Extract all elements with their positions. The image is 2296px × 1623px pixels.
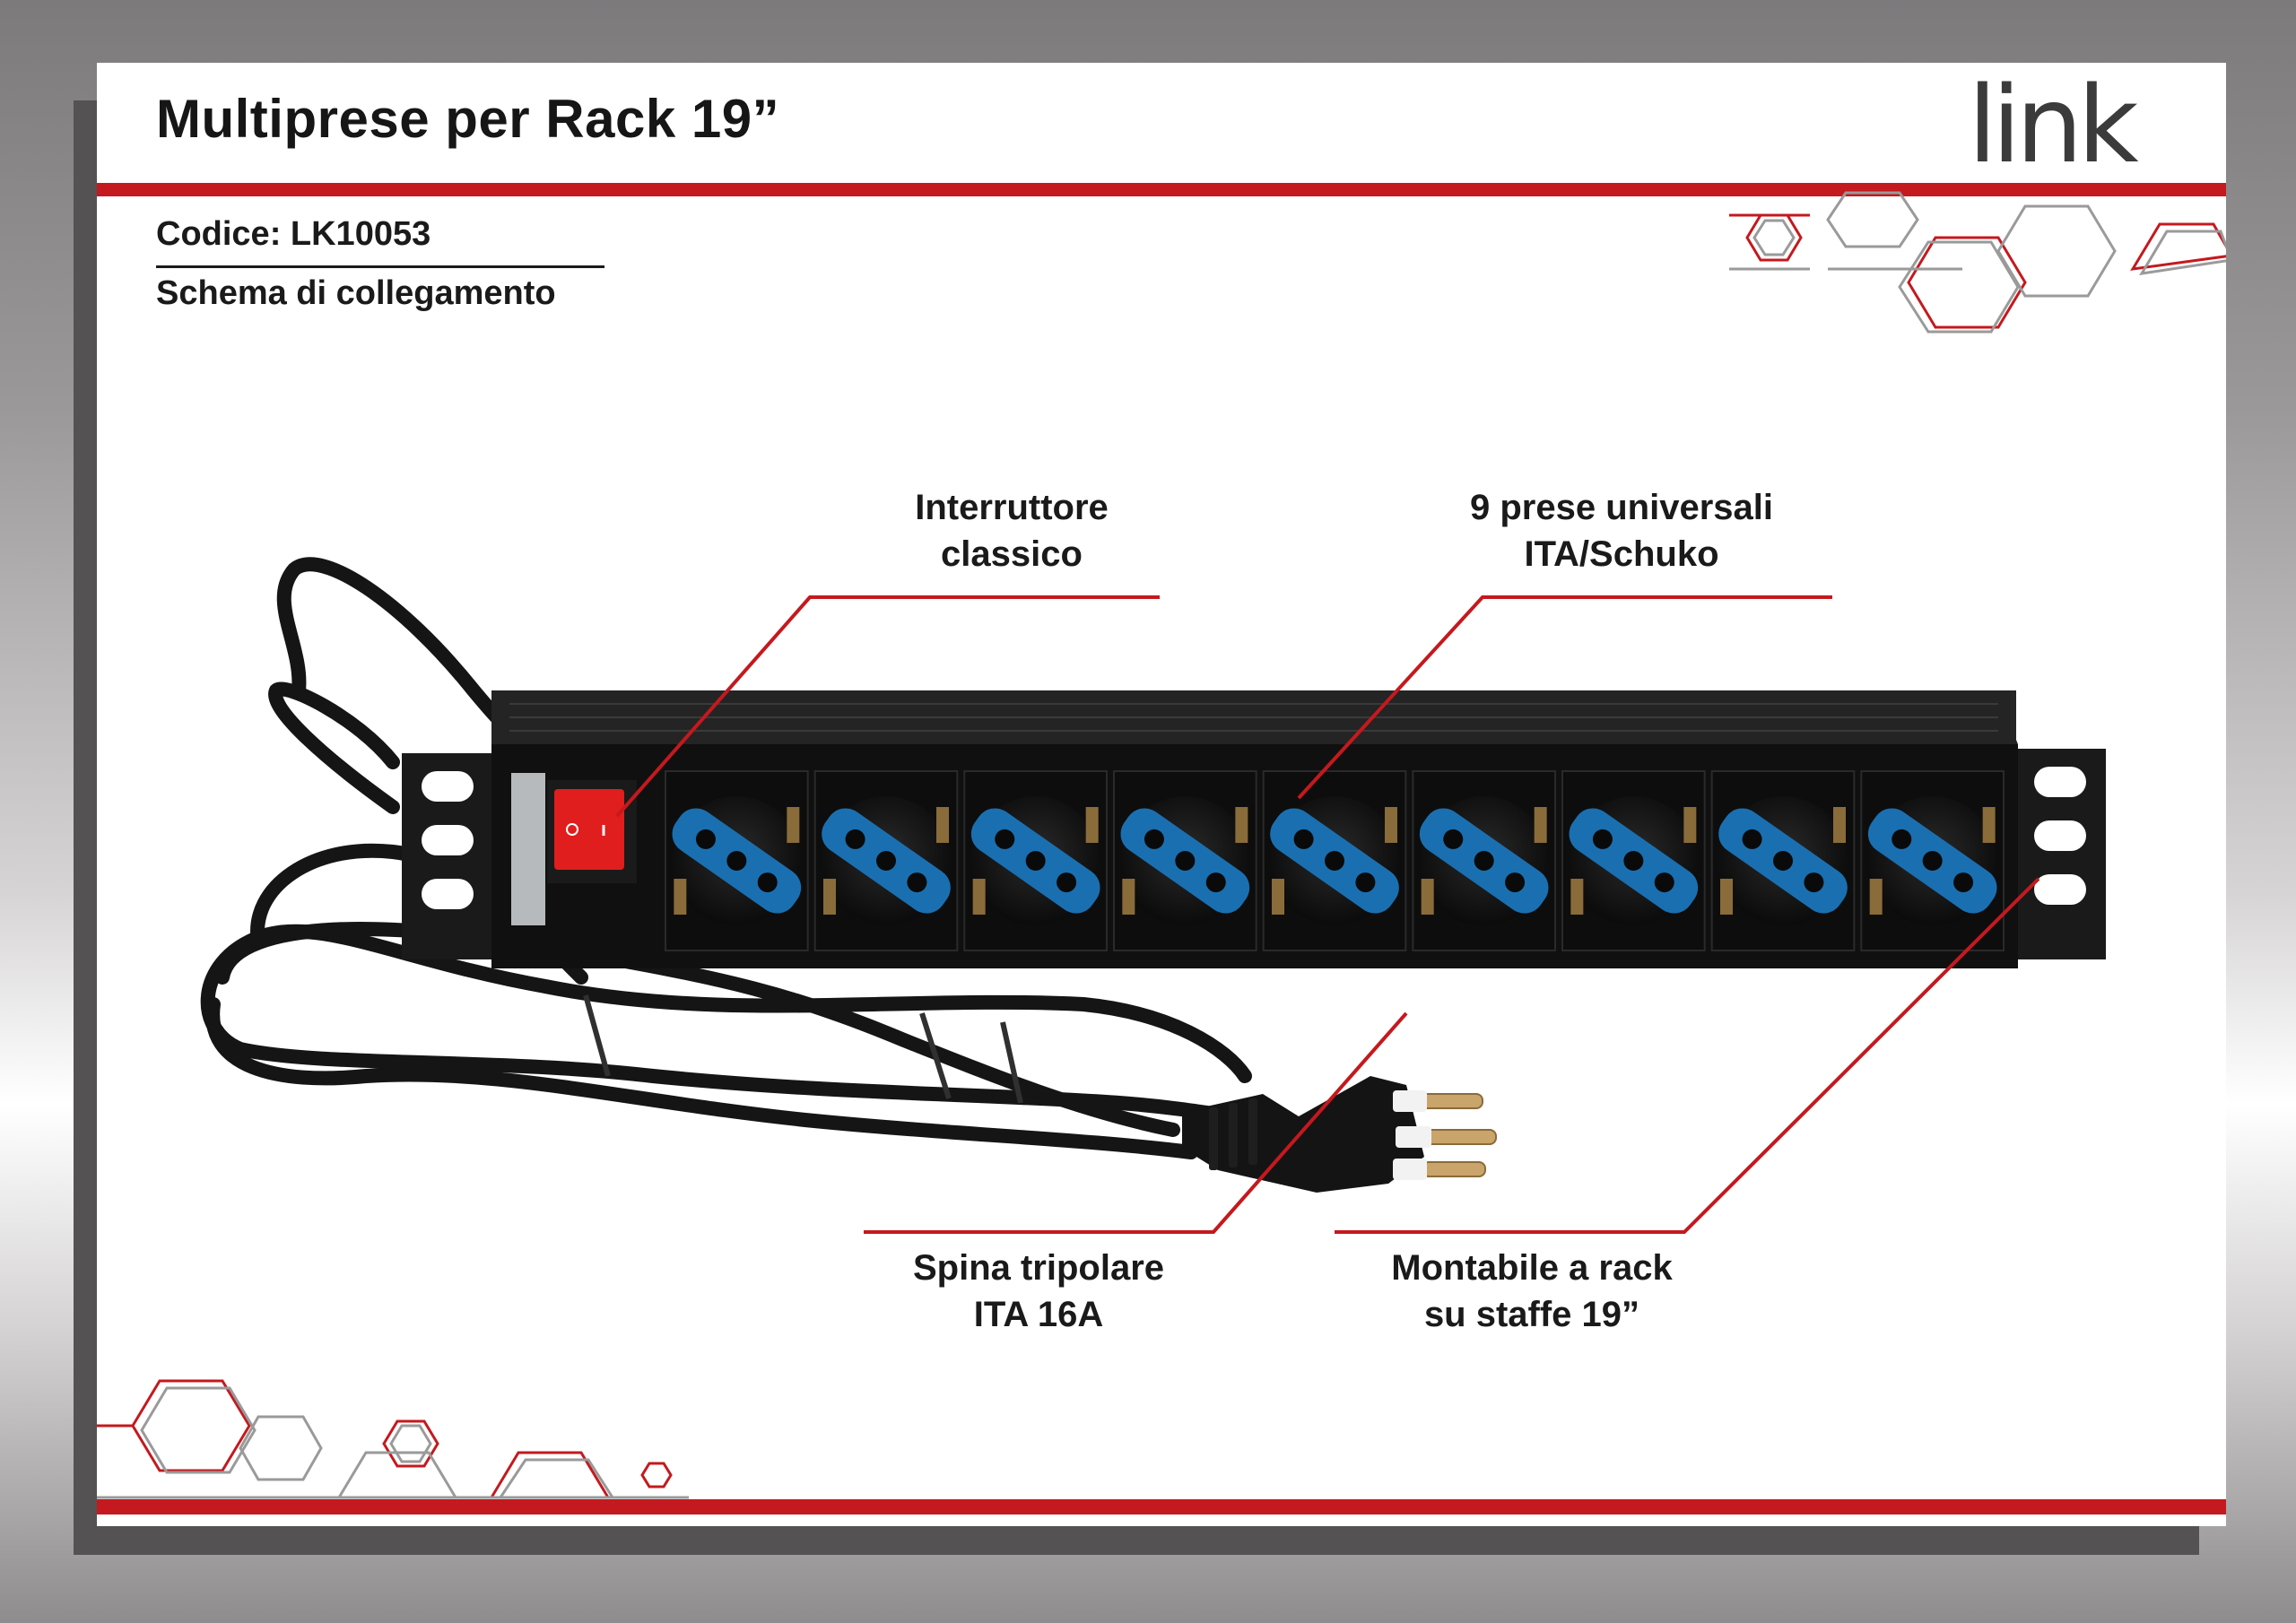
power-switch: [511, 773, 637, 925]
product-code: Codice: LK10053: [156, 215, 431, 253]
callout-plug: Spina tripolare ITA 16A: [868, 1245, 1209, 1338]
hexagon-decoration-top: [1729, 191, 2226, 334]
socket-group: [665, 770, 2005, 951]
code-divider: [156, 265, 604, 268]
plug-pins: [1419, 1093, 1497, 1177]
rack-ear-left: [402, 753, 500, 959]
header-rule: [97, 183, 2226, 196]
socket-outlet: [1113, 770, 1257, 951]
callout-sockets-line1: 9 prese universali: [1470, 488, 1773, 527]
plug: [1182, 1076, 1497, 1193]
power-cable: [200, 557, 1270, 1159]
callout-mount: Montabile a rack su staffe 19”: [1352, 1245, 1711, 1338]
callout-switch-line1: Interruttore: [915, 488, 1109, 527]
callout-switch-line2: classico: [941, 534, 1083, 574]
socket-outlet: [963, 770, 1108, 951]
cable-tie: [583, 994, 1023, 1104]
callout-lines: [615, 595, 2040, 1234]
hexagon-decoration-bottom: [97, 1379, 689, 1499]
socket-outlet: [1412, 770, 1557, 951]
section-subtitle: Schema di collegamento: [156, 274, 556, 312]
page-title: Multiprese per Rack 19”: [156, 89, 780, 149]
callout-mount-line1: Montabile a rack: [1391, 1248, 1673, 1288]
callout-plug-line2: ITA 16A: [973, 1295, 1104, 1334]
socket-outlet: [1710, 770, 1856, 951]
brand-logo: link: [1968, 72, 2144, 179]
product-illustration: [200, 557, 2106, 1234]
callout-sockets-line2: ITA/Schuko: [1524, 534, 1719, 574]
socket-outlet: [1860, 770, 2005, 951]
socket-outlet: [1262, 770, 1407, 951]
socket-outlet: [665, 770, 809, 951]
rack-ear-right: [2018, 749, 2106, 959]
callout-mount-line2: su staffe 19”: [1423, 1295, 1640, 1334]
callout-sockets: 9 prese universali ITA/Schuko: [1397, 484, 1846, 577]
svg-text:link: link: [1968, 72, 2138, 179]
footer-rule: [97, 1499, 2226, 1515]
callout-switch: Interruttore classico: [850, 484, 1173, 577]
socket-outlet: [813, 770, 959, 951]
callout-plug-line1: Spina tripolare: [912, 1248, 1165, 1288]
socket-outlet: [1561, 770, 1706, 951]
product-sheet: Multiprese per Rack 19” link Codice: LK1…: [97, 63, 2226, 1526]
